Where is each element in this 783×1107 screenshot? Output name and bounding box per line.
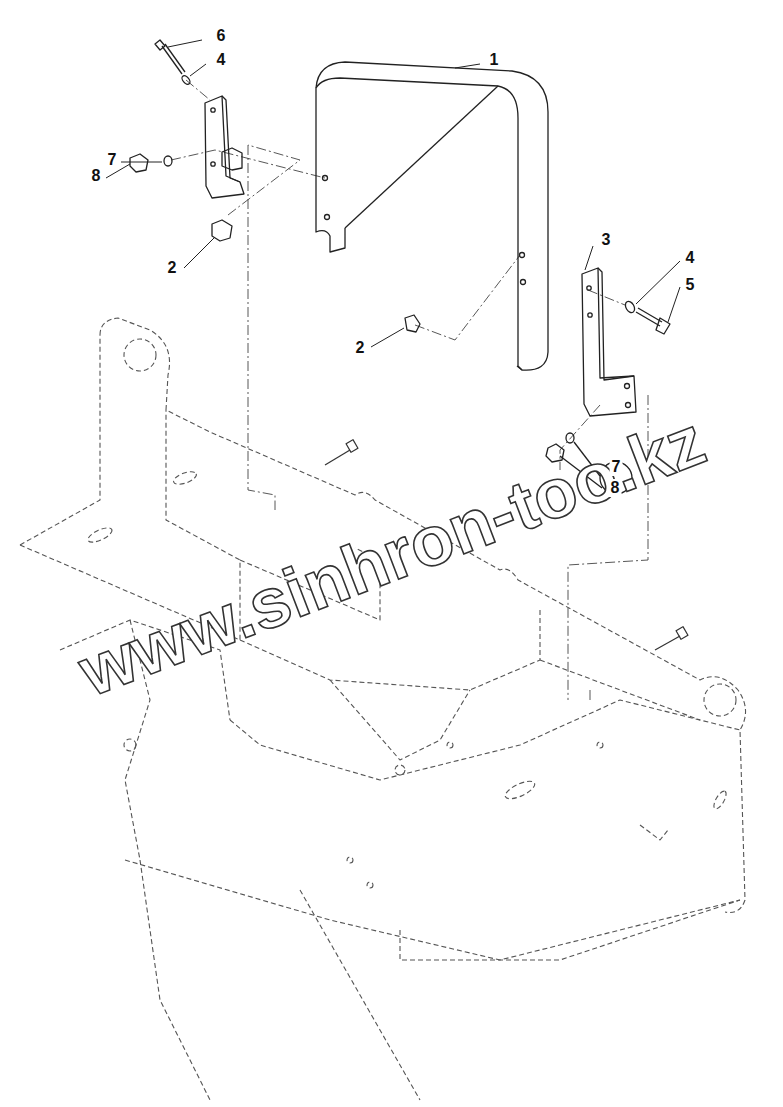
callout-number: 3: [600, 231, 613, 249]
callout-number: 6: [215, 27, 228, 45]
bolt-washer: [130, 40, 670, 462]
bracket-part: [582, 268, 636, 416]
bracket-part: [205, 96, 244, 198]
callout-number: 4: [215, 51, 228, 69]
clip-nut: [212, 220, 420, 332]
guard-part: [316, 62, 548, 370]
callout-number: 2: [166, 259, 179, 277]
callout-number: 7: [610, 458, 623, 476]
frame-outline: [20, 318, 746, 1100]
callout-number: 2: [354, 339, 367, 357]
callout-number: 8: [90, 167, 103, 185]
callout-number: 4: [684, 249, 697, 267]
callout-number: 1: [488, 51, 501, 69]
callout-number: 7: [106, 151, 119, 169]
callout-number: 5: [684, 276, 697, 294]
watermark: www.sinhron-too.kz: [70, 405, 713, 708]
leader-line: [106, 40, 680, 347]
callout-number: 8: [609, 479, 622, 497]
